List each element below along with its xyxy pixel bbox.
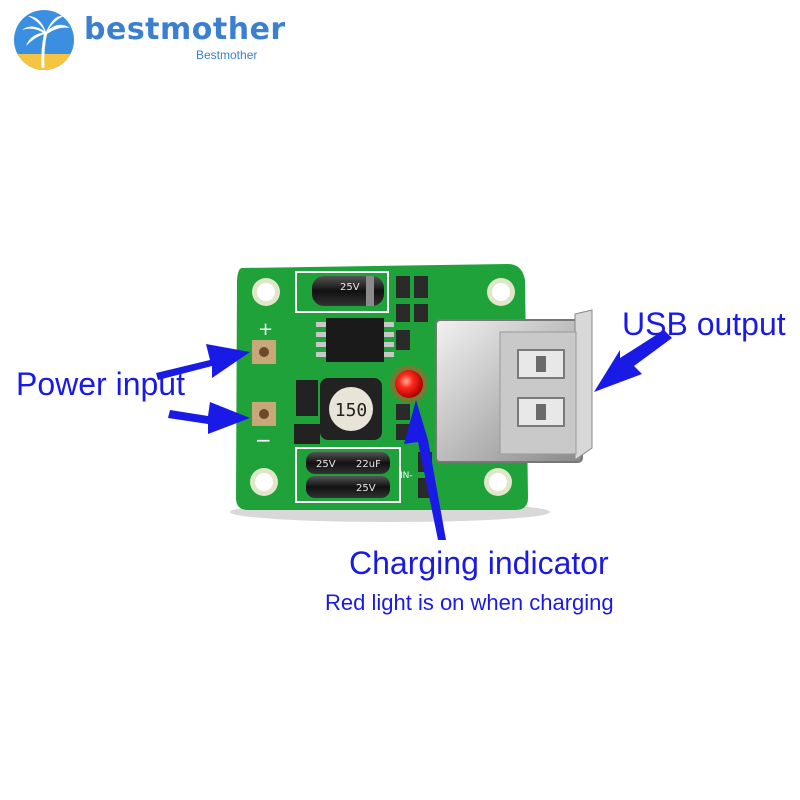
minus-silkscreen: − [255,428,272,452]
capacitor-bottom-label-a: 25V [316,459,336,470]
capacitor-top-label: 25V [340,282,360,293]
usb-port [435,309,593,463]
charging-note-label: Red light is on when charging [325,590,614,615]
capacitor-bottom-1 [306,452,390,474]
plus-silkscreen: + [258,319,273,340]
brand-subtitle: Bestmother [196,48,258,62]
arrow-power-minus-icon [168,402,250,434]
brand-name: bestmother [84,12,286,47]
capacitor-bottom-label-b: 22uF [356,459,381,470]
mounting-holes [250,278,515,496]
annotation-arrows [156,330,672,540]
palm-tree-logo-icon [14,10,74,70]
inductor-label: 150 [335,400,368,421]
smd-components [294,276,432,498]
arrow-usb-icon [594,330,672,392]
charging-led [395,370,423,398]
usb-output-label: USB output [622,306,786,342]
charging-indicator-label: Charging indicator [349,545,609,581]
arrow-power-plus-icon [156,344,250,380]
arrow-led-icon [404,400,446,540]
capacitor-bottom-label-c: 25V [356,483,376,494]
trace-label: IN- [400,471,413,481]
power-input-label: Power input [16,366,185,402]
capacitor-bottom-2 [306,476,390,498]
ic-chip [326,318,384,362]
